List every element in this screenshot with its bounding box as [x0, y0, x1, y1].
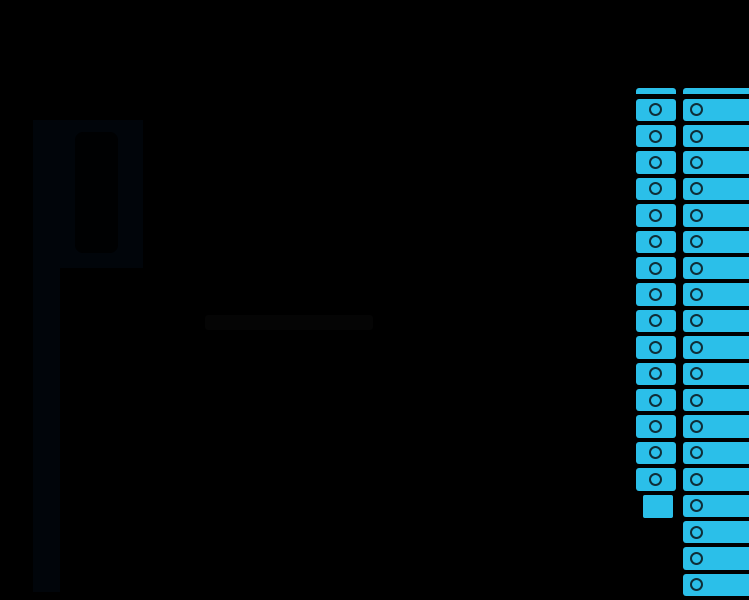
- pin-badge[interactable]: [683, 98, 749, 121]
- pin-badge[interactable]: [683, 494, 749, 517]
- pin-column-cap: [636, 87, 676, 94]
- pin-badge[interactable]: [683, 441, 749, 465]
- pin-hole-icon: [690, 420, 703, 434]
- pin-hole-icon: [690, 182, 703, 196]
- pin-hole-icon: [690, 367, 703, 381]
- pin-column-cap: [683, 87, 749, 94]
- pin-badge[interactable]: [636, 230, 676, 253]
- pin-badge[interactable]: [683, 230, 749, 253]
- pin-hole-icon: [648, 235, 662, 249]
- pin-hole-icon: [648, 129, 662, 143]
- pin-badge[interactable]: [683, 177, 749, 201]
- pin-badge[interactable]: [636, 388, 676, 412]
- pin-hole-icon: [690, 288, 703, 302]
- pin-hole-icon: [690, 552, 703, 566]
- pin-hole-icon: [690, 446, 703, 460]
- pin-hole-icon: [690, 578, 703, 592]
- pin-hole-icon: [690, 525, 703, 539]
- ghost-text-remnant: [205, 315, 373, 330]
- pin-badge[interactable]: [636, 468, 676, 491]
- pin-hole-icon: [690, 314, 703, 328]
- board-cutout: [75, 132, 118, 253]
- pin-badge[interactable]: [683, 520, 749, 544]
- pin-hole-icon: [690, 499, 703, 513]
- pin-badge[interactable]: [636, 204, 676, 227]
- pin-hole-icon: [648, 103, 662, 117]
- pin-badge[interactable]: [683, 124, 749, 148]
- pin-badge[interactable]: [636, 283, 676, 306]
- pin-badge[interactable]: [683, 204, 749, 227]
- pin-hole-icon: [690, 156, 703, 170]
- pin-hole-icon: [648, 340, 662, 354]
- pin-hole-icon: [648, 208, 662, 222]
- pin-badge[interactable]: [683, 468, 749, 491]
- pin-hole-icon: [648, 446, 662, 460]
- pin-badge[interactable]: [683, 256, 749, 280]
- pin-badge[interactable]: [636, 309, 676, 333]
- pin-hole-icon: [648, 420, 662, 434]
- pin-badge[interactable]: [636, 98, 676, 121]
- pin-badge[interactable]: [683, 151, 749, 174]
- pin-hole-icon: [690, 472, 703, 486]
- pin-hole-icon: [690, 261, 703, 275]
- pin-badge[interactable]: [636, 441, 676, 465]
- pin-hole-icon: [648, 182, 662, 196]
- pin-hole-icon: [690, 393, 703, 407]
- pin-hole-icon: [690, 340, 703, 354]
- pin-badge[interactable]: [683, 415, 749, 438]
- pin-hole-icon: [648, 288, 662, 302]
- pin-badge[interactable]: [683, 388, 749, 412]
- pin-badge[interactable]: [636, 151, 676, 174]
- pin-badge[interactable]: [683, 547, 749, 570]
- pin-badge[interactable]: [683, 573, 749, 597]
- pin-hole-icon: [648, 393, 662, 407]
- pin-badge[interactable]: [636, 415, 676, 438]
- pin-badge[interactable]: [636, 124, 676, 148]
- pin-hole-icon: [690, 103, 703, 117]
- pin-hole-icon: [648, 156, 662, 170]
- pin-badge-plain[interactable]: [643, 494, 673, 518]
- pin-badge[interactable]: [636, 256, 676, 280]
- pin-hole-icon: [690, 235, 703, 249]
- pin-badge[interactable]: [636, 336, 676, 359]
- pin-badge[interactable]: [683, 283, 749, 306]
- pin-badge[interactable]: [636, 177, 676, 201]
- pin-badge[interactable]: [683, 362, 749, 385]
- pin-hole-icon: [648, 367, 662, 381]
- pin-badge[interactable]: [683, 336, 749, 359]
- pin-hole-icon: [690, 129, 703, 143]
- pin-badge[interactable]: [683, 309, 749, 333]
- pin-badge[interactable]: [636, 362, 676, 385]
- pin-hole-icon: [648, 314, 662, 328]
- pin-hole-icon: [648, 472, 662, 486]
- pin-hole-icon: [648, 261, 662, 275]
- pin-hole-icon: [690, 208, 703, 222]
- board-silhouette-head: [33, 120, 143, 268]
